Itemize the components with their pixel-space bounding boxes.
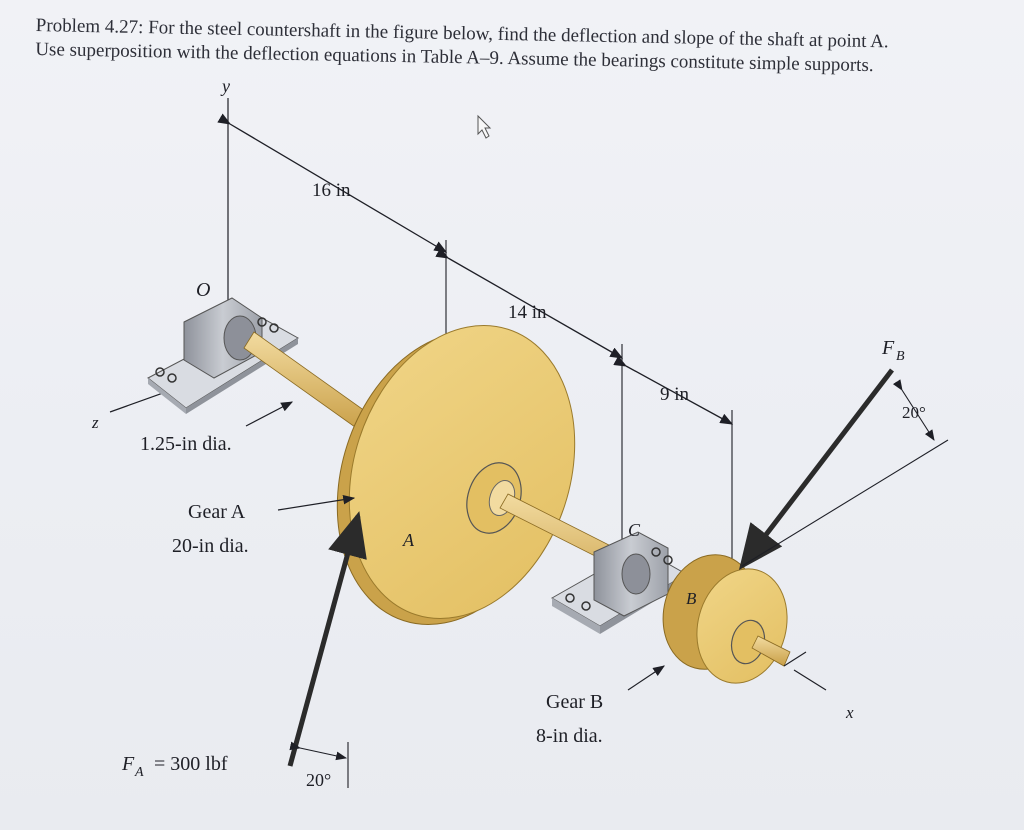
force-a-arrow <box>287 511 367 767</box>
force-b-angle-arc <box>892 379 935 441</box>
force-b-subscript: B <box>896 349 905 364</box>
origin-label: O <box>196 279 210 301</box>
x-axis-label: x <box>845 703 854 722</box>
shaft-dia-leader <box>245 401 294 427</box>
dim-label-16: 16 in <box>312 180 351 201</box>
force-b-ref-line <box>741 439 949 567</box>
force-b-arrow <box>738 368 894 570</box>
force-a-subscript: A <box>134 765 144 780</box>
gear-a-leader <box>277 494 356 511</box>
force-b-symbol: F <box>881 337 895 359</box>
shaft-dia-label: 1.25-in dia. <box>140 433 232 455</box>
dim-label-9: 9 in <box>660 384 690 405</box>
force-a-symbol: F <box>121 753 135 775</box>
gear-a-point-label: A <box>402 530 415 550</box>
gear-b-point-label: B <box>686 589 697 608</box>
y-axis-label: y <box>220 76 230 96</box>
gear-b-leader <box>627 665 665 691</box>
gear-a-name: Gear A <box>188 501 246 523</box>
x-axis-tick <box>783 651 807 667</box>
x-axis <box>793 669 827 691</box>
cursor-icon <box>477 114 492 139</box>
dim-line-16 <box>217 113 448 253</box>
force-a-value: = 300 lbf <box>154 753 228 775</box>
bearing-c-label: C <box>628 520 641 540</box>
shaft-end <box>751 635 791 667</box>
dim-line-9 <box>613 355 734 425</box>
gear-a <box>336 324 576 626</box>
dim-label-14: 14 in <box>508 302 547 323</box>
force-a-angle-arc <box>289 741 348 761</box>
force-a-angle: 20° <box>306 770 331 790</box>
bearing-c <box>550 531 687 634</box>
z-axis-label: z <box>91 413 99 432</box>
gear-b-dia: 8-in dia. <box>536 725 603 747</box>
gear-b <box>662 554 788 684</box>
gear-a-dia: 20-in dia. <box>172 535 249 557</box>
gear-b-name: Gear B <box>546 691 603 713</box>
force-b-angle: 20° <box>902 403 926 422</box>
dim-line-14 <box>435 247 624 359</box>
